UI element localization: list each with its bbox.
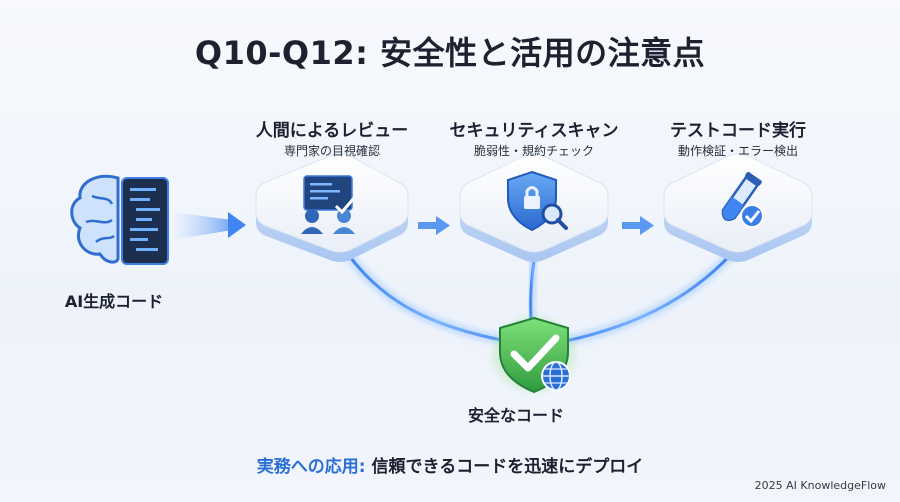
shield-check-globe-icon [492,316,576,394]
step-title-test: テストコード実行 [670,121,806,141]
test-tube-check-icon [721,171,764,228]
code-review-icon [301,175,356,234]
brain-code-icon [70,174,169,265]
shield-lock-search-icon [507,170,568,232]
step-subtitle-security: 脆弱性・規約チェック [473,144,594,158]
application-line: 実務への応用: 信頼できるコードを迅速にデプロイ [0,452,900,477]
footer-credit: 2025 AI KnowledgeFlow [754,479,886,492]
step-subtitle-review: 専門家の目視確認 [283,144,380,158]
source-beam [172,212,246,240]
arrow-2-3 [622,216,654,235]
step-subtitle-test: 動作検証・エラー検出 [677,144,798,158]
step-title-review: 人間によるレビュー [255,121,409,141]
result-label: 安全なコード [467,406,564,425]
arrow-1-2 [418,216,450,235]
page-title: Q10-Q12: 安全性と活用の注意点 [194,34,706,72]
application-text: 信頼できるコードを迅速にデプロイ [371,457,644,477]
application-prefix: 実務への応用: [256,457,366,477]
step-title-security: セキュリティスキャン [449,121,619,141]
source-label: AI生成コード [64,292,164,311]
